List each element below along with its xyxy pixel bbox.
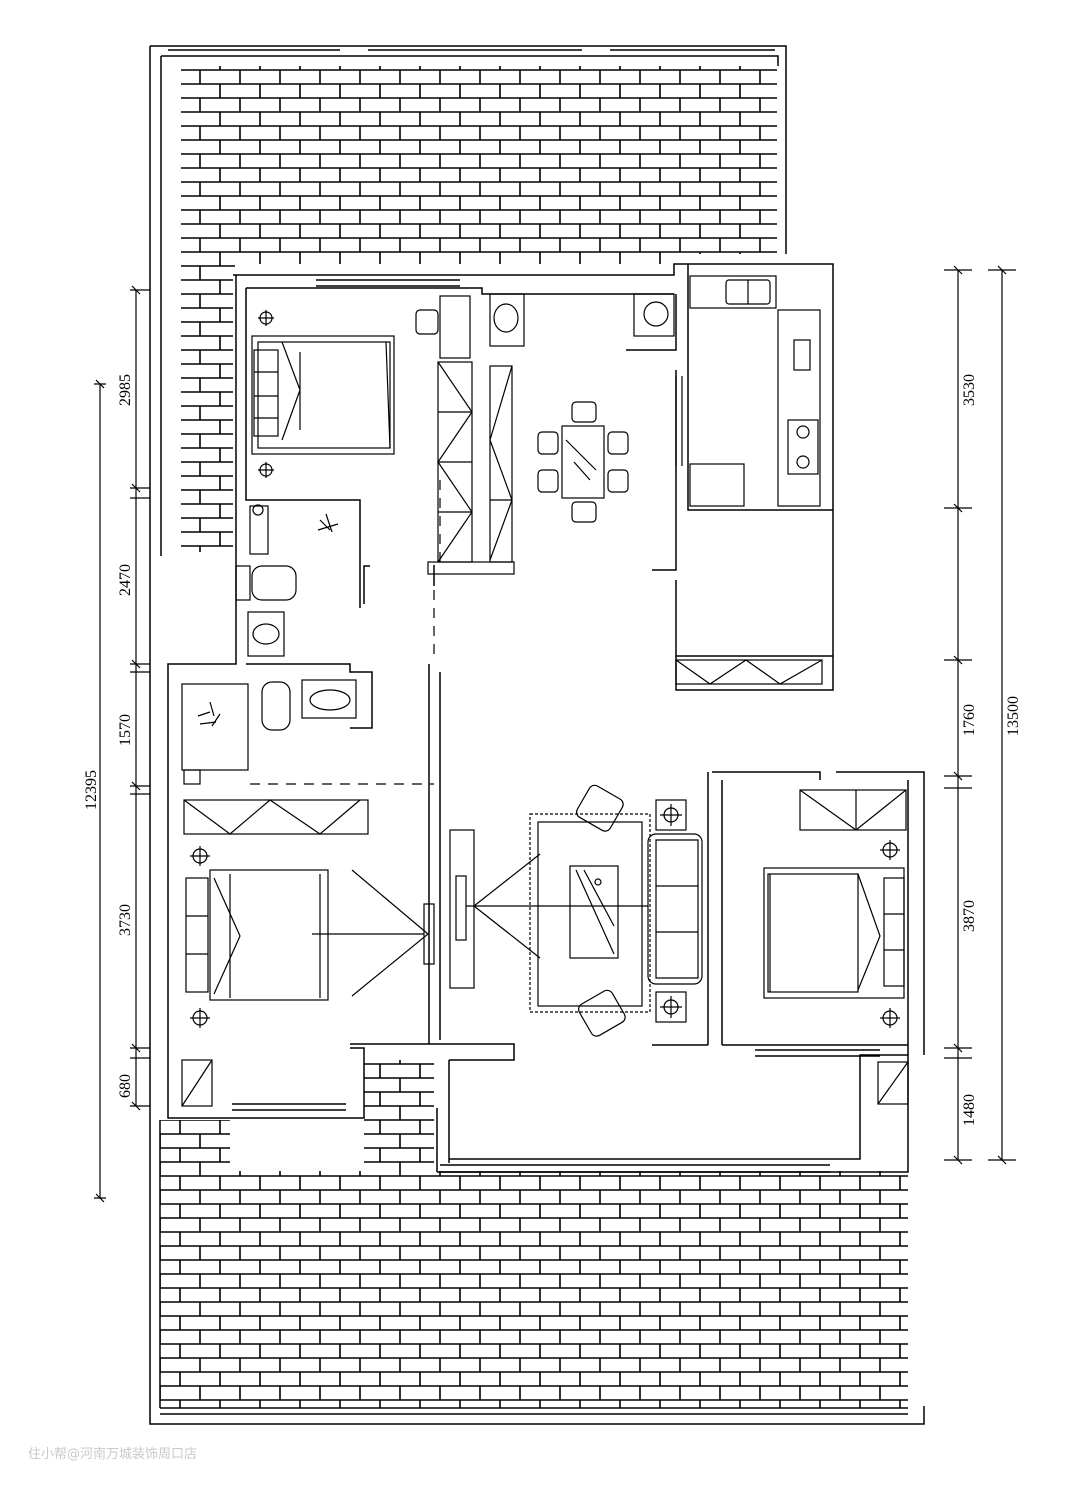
- rug: [529, 813, 651, 1013]
- toilet-south: [261, 681, 291, 731]
- brick-terraces: [160, 66, 908, 1408]
- master-bedroom-west: [181, 799, 435, 1107]
- east-balcony-cabinet: [877, 1061, 909, 1105]
- dim-left-1: 2985: [117, 374, 134, 406]
- basin-north: [247, 611, 285, 657]
- nightstand-west-1: [190, 846, 210, 866]
- east-bedroom: [763, 789, 909, 1105]
- dim-left-3: 1570: [117, 714, 134, 746]
- dim-left-4: 3730: [117, 904, 134, 936]
- laundry-area: [489, 293, 675, 347]
- bathroom-north: [235, 504, 339, 657]
- dim-right-1: 3530: [961, 374, 978, 406]
- south-terrace-brick: [160, 1171, 908, 1408]
- bathroom-south: [181, 679, 357, 785]
- south-terrace-brick-left: [160, 1120, 230, 1175]
- dining-table: [537, 401, 629, 523]
- sofa: [647, 833, 703, 985]
- coffee-table: [569, 865, 619, 959]
- dim-left-2: 2470: [117, 564, 134, 596]
- dining-chair: [607, 469, 629, 493]
- walls: [149, 45, 925, 1425]
- north-bedroom-bed: [251, 335, 395, 455]
- nightstand-north-1: [258, 310, 274, 326]
- dim-right-3: 3870: [961, 900, 978, 932]
- right-dimension-labels: 3530 1760 3870 1480 13500: [961, 374, 1022, 1126]
- left-dimension-lines: [94, 285, 150, 1203]
- dashed-openings: [250, 480, 441, 785]
- west-balcony-cabinet: [181, 1059, 213, 1107]
- dining-chair: [571, 401, 597, 423]
- outer-wall-north: [150, 45, 787, 254]
- watermark: 住小帮@河南万城装饰周口店: [28, 1447, 198, 1462]
- right-dimension-lines: [944, 265, 1016, 1165]
- dim-right-4: 1480: [961, 1094, 978, 1126]
- west-bed: [209, 869, 329, 1001]
- left-dimension-labels: 12395 2985 2470 1570 3730 680: [83, 374, 134, 1098]
- nightstand-north-2: [258, 462, 274, 478]
- east-bed: [763, 867, 905, 999]
- living-room: [529, 784, 703, 1037]
- dining-chair: [607, 431, 629, 455]
- nightstand-west-2: [190, 1008, 210, 1028]
- living-cabinet-east: [675, 659, 823, 685]
- outer-wall-west: [149, 46, 925, 1425]
- armchair-top: [576, 784, 624, 832]
- north-bedroom: [251, 295, 471, 478]
- kitchen: [675, 275, 821, 507]
- dining-chair: [537, 469, 559, 493]
- central-cabinets: [427, 361, 515, 575]
- dim-left-5: 680: [117, 1074, 134, 1098]
- south-terrace-brick-extra: [364, 1060, 434, 1172]
- kitchen-stove: [787, 419, 819, 475]
- toilet-north: [251, 565, 297, 601]
- dining-chair: [537, 431, 559, 455]
- dim-left-total: 12395: [83, 770, 100, 810]
- nightstand-east-2: [880, 1008, 900, 1028]
- basin-south: [301, 679, 357, 719]
- armchair-bottom: [578, 989, 626, 1037]
- south-window: [160, 1164, 908, 1415]
- dining-chair: [571, 501, 597, 523]
- north-bedroom-wardrobe: [439, 295, 471, 359]
- dim-right-2: 1760: [961, 704, 978, 736]
- dim-right-total: 13500: [1005, 696, 1022, 736]
- nightstand-east-1: [880, 840, 900, 860]
- north-terrace-brick: [181, 66, 777, 552]
